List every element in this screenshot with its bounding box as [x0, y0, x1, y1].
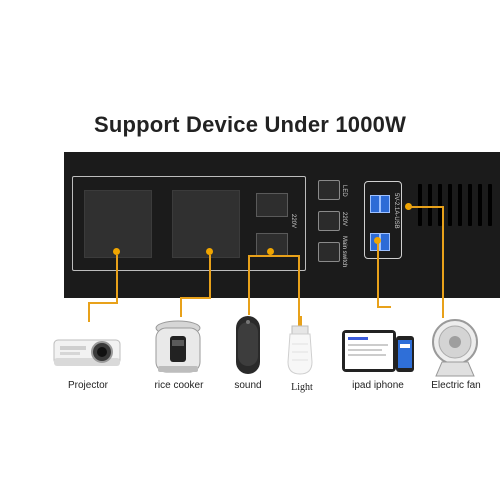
- usb-port-1[interactable]: [370, 195, 380, 213]
- device-label-rice-cooker: rice cooker: [154, 380, 204, 391]
- fan-icon: [432, 319, 478, 377]
- switch-label-220v: 220V: [341, 212, 347, 227]
- device-label-light: Light: [291, 382, 313, 393]
- usb-port-2[interactable]: [380, 195, 390, 213]
- led-switch[interactable]: [318, 180, 340, 200]
- switch-label-led: LED: [341, 185, 347, 197]
- 220v-switch[interactable]: [318, 211, 340, 231]
- rice-cooker-icon: [155, 320, 201, 373]
- device-label-ipad-iphone: ipad iphone: [352, 380, 404, 391]
- projector-icon: [53, 339, 121, 366]
- speaker-icon: [236, 316, 260, 374]
- switch-label-main: Main switch: [341, 236, 347, 268]
- small-socket-top: [256, 193, 288, 217]
- usb-port-4[interactable]: [380, 233, 390, 251]
- device-label-projector: Projector: [67, 380, 108, 391]
- usb-label: 5V-2.1A-USB: [393, 193, 399, 229]
- headline: Support Device Under 1000W: [93, 112, 407, 137]
- main-switch[interactable]: [318, 242, 340, 262]
- connector-dot-1: [113, 248, 120, 255]
- light-bulb-icon: [287, 316, 313, 375]
- usb-port-group: [364, 181, 402, 259]
- device-label-electric-fan: Electric fan: [431, 380, 481, 391]
- device-label-sound: sound: [234, 380, 262, 391]
- universal-socket-2: [172, 190, 240, 258]
- tablet-phone-icon: [342, 330, 414, 372]
- voltage-label: 220V: [290, 214, 296, 229]
- connector-dot-4: [374, 237, 381, 244]
- universal-socket-1: [84, 190, 152, 258]
- connector-dot-2: [206, 248, 213, 255]
- connector-dot-3: [267, 248, 274, 255]
- ac-outlet-group: [72, 176, 306, 271]
